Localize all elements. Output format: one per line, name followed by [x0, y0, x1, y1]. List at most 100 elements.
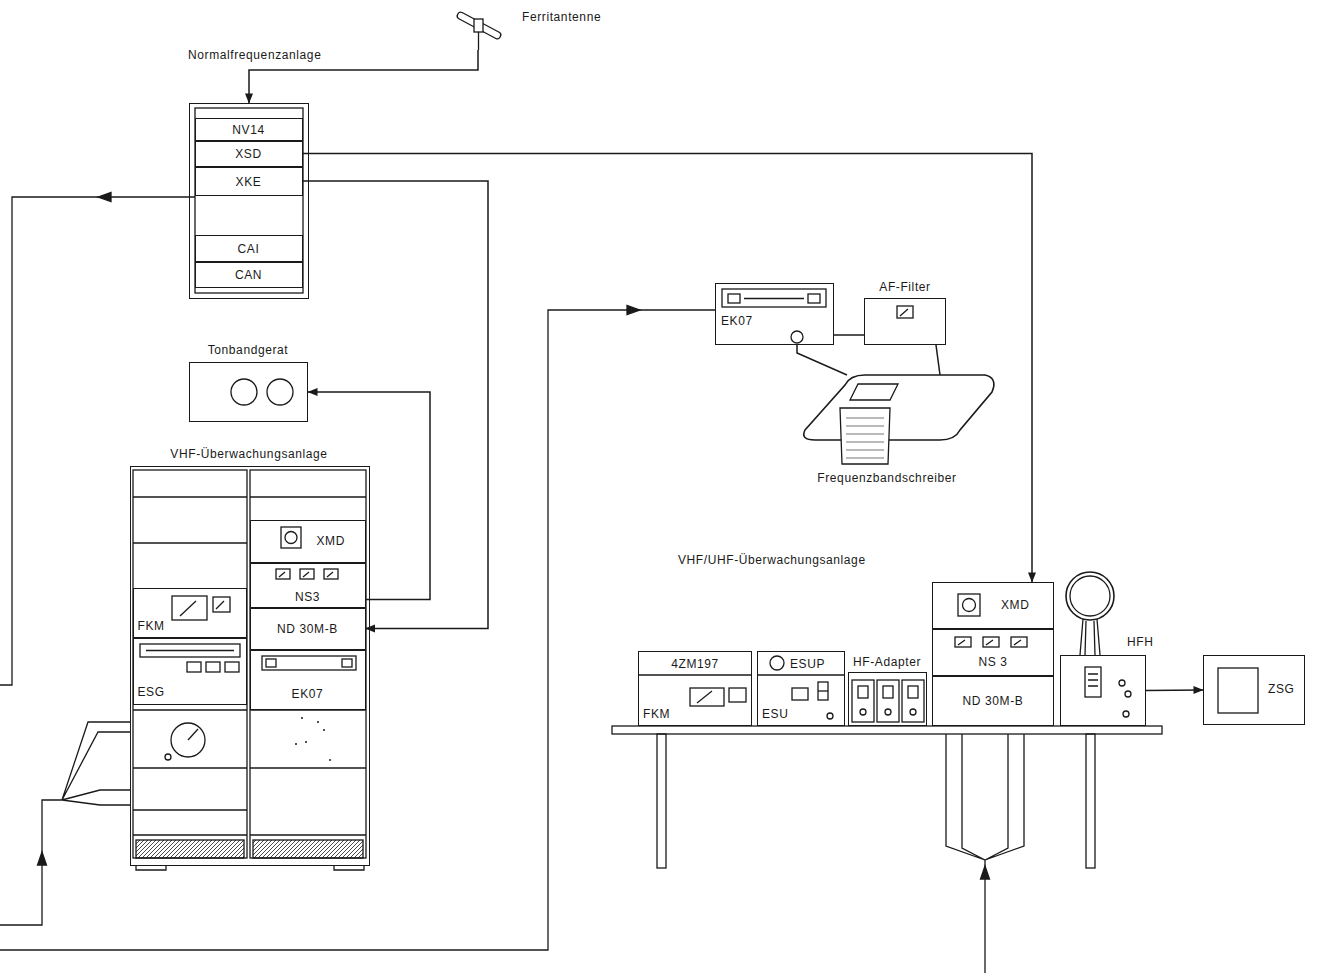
adapter-panel	[877, 680, 899, 722]
dot	[329, 759, 331, 761]
screen	[1218, 668, 1258, 713]
wire	[0, 310, 715, 950]
module-divider	[133, 497, 247, 835]
tape-reel	[267, 379, 293, 405]
equipment-rack: VHF-ÜberwachungsanlageXMDNS3FKMND 30M-BE…	[130, 466, 370, 866]
receiver-display	[262, 656, 356, 670]
module-label: ESU	[762, 707, 788, 721]
knob	[770, 656, 784, 670]
dot	[295, 743, 297, 745]
connector	[936, 345, 940, 375]
connector	[1146, 689, 1203, 691]
meter	[690, 688, 724, 706]
rack-module: CAI	[195, 235, 303, 262]
rack-module: ND 30M-B	[250, 608, 366, 650]
instrument: ESUPESU	[757, 651, 845, 726]
rack-module: NS3	[250, 563, 366, 608]
meter	[729, 688, 746, 702]
rack-feet	[136, 866, 364, 870]
module-label: FKM	[138, 619, 165, 633]
meter	[897, 306, 913, 318]
receiver-display	[140, 644, 240, 657]
module-label: CAI	[238, 242, 260, 256]
xmd-icon	[285, 532, 297, 544]
connector-layer	[249, 50, 1203, 691]
meter	[225, 662, 239, 672]
dot	[305, 741, 307, 743]
module-divider	[758, 674, 844, 675]
module-label: EK07	[292, 687, 324, 701]
hfh-display	[1088, 674, 1098, 686]
instrument: NS 3	[932, 629, 1054, 676]
module-divider	[250, 497, 366, 835]
rack-module: XSD	[195, 141, 303, 167]
rack-column	[133, 470, 247, 858]
wire	[0, 197, 195, 685]
loop-antenna	[1066, 572, 1114, 620]
heading-label: Frequenzbandschreiber	[817, 471, 956, 485]
meter	[266, 659, 276, 667]
module-label: NV14	[232, 123, 264, 137]
knob	[165, 754, 171, 760]
module-label: NS3	[295, 590, 320, 604]
antenna-splitter	[946, 734, 1024, 860]
connector	[308, 392, 430, 600]
antenna-splitter	[62, 722, 130, 805]
vent-grille	[253, 840, 363, 858]
filter-box: AF-Filter	[864, 298, 946, 345]
module-label: XKE	[236, 175, 262, 189]
workbench: VHF/UHF-Überwachungsanlage4ZM197FKMESUPE…	[612, 582, 1163, 734]
dial-needle	[188, 729, 198, 740]
meter	[213, 597, 230, 612]
heading-label: HFH	[1127, 635, 1153, 649]
instrument: 4ZM197FKM	[638, 651, 752, 726]
receiver-display	[722, 289, 826, 307]
scale-line	[146, 650, 234, 651]
arrowhead	[981, 866, 990, 879]
socket	[860, 709, 866, 715]
adapter-switch	[883, 686, 893, 698]
meter	[187, 662, 201, 672]
rack-module: CAN	[195, 262, 303, 288]
instrument: HFH	[1060, 655, 1146, 726]
meter-needle	[279, 572, 333, 577]
module-label: XMD	[317, 534, 345, 548]
paper-strip	[840, 408, 890, 464]
switch	[818, 682, 828, 700]
module-divider	[639, 674, 751, 675]
antenna-coil	[474, 19, 483, 32]
tape-recorder: Tonbandgerat	[189, 362, 308, 422]
heading-label: VHF/UHF-Überwachungsanlage	[678, 553, 866, 567]
dots	[295, 717, 331, 761]
loop-antenna	[1070, 576, 1110, 616]
socket	[910, 709, 916, 715]
meter-needle	[958, 640, 1021, 645]
hfh-display	[1085, 667, 1101, 697]
socket	[1123, 711, 1129, 717]
instrument: XMD	[932, 582, 1054, 629]
knob	[1125, 691, 1131, 697]
rack-module: NV14	[195, 118, 303, 141]
antenna-stem	[1080, 619, 1100, 655]
arrowhead	[627, 306, 640, 315]
rack-module: ESG	[133, 638, 247, 705]
connector	[303, 181, 489, 629]
module-label: 4ZM197	[671, 657, 719, 671]
module-label: ZSG	[1268, 682, 1294, 696]
dot	[317, 721, 319, 723]
arrowhead	[98, 193, 111, 202]
meter	[206, 662, 220, 672]
connector	[834, 334, 864, 336]
meter-needle	[216, 601, 224, 609]
meter-needle	[180, 601, 196, 616]
module-label: ND 30M-B	[277, 622, 338, 636]
module-label: ND 30M-B	[963, 694, 1024, 708]
rack-frame	[195, 108, 303, 293]
monitor: ZSG	[1203, 655, 1305, 725]
heading-label: Tonbandgerat	[208, 343, 289, 357]
table-leg	[657, 734, 666, 868]
meter	[808, 294, 820, 303]
rack-module: FKM	[133, 588, 247, 638]
